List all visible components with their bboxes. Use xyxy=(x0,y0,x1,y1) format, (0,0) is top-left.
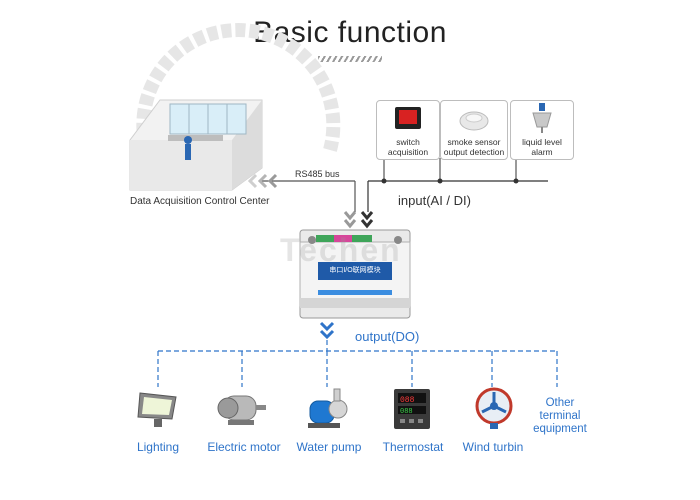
svg-text:088: 088 xyxy=(400,408,413,416)
title-decoration xyxy=(318,56,382,62)
output-label-pump: Water pump xyxy=(296,440,362,454)
output-label-wind: Wind turbin xyxy=(462,440,524,454)
module-chip-text: 串口I/O联网模块 xyxy=(329,267,381,274)
thermostat-icon: 088 088 xyxy=(394,389,430,429)
liquid-level-icon xyxy=(532,103,552,133)
wind-fan-icon xyxy=(475,387,513,429)
sensor-liquid-label-2: alarm xyxy=(531,147,553,157)
output-down-arrows xyxy=(319,321,335,340)
input-label: input(AI / DI) xyxy=(398,193,471,208)
water-pump-icon xyxy=(308,388,348,428)
io-module-device xyxy=(299,229,411,319)
sensor-smoke: smoke sensor output detection xyxy=(440,100,508,160)
other-line-2: terminal xyxy=(539,410,581,422)
red-switch-icon xyxy=(395,107,421,129)
sensor-switch: switch acquisition xyxy=(376,100,440,160)
watermark: Techen xyxy=(280,232,402,268)
output-label: output(DO) xyxy=(355,329,420,344)
control-center-label: Data Acquisition Control Center xyxy=(130,196,270,207)
output-label-other: Other terminal equipment xyxy=(530,397,590,436)
electric-motor-icon xyxy=(217,395,266,425)
sensor-switch-label-2: acquisition xyxy=(387,147,429,157)
other-line-3: equipment xyxy=(533,423,587,435)
sensor-liquid-level: liquid level alarm xyxy=(510,100,574,160)
output-label-thermostat: Thermostat xyxy=(382,440,444,454)
rs485-bus-line xyxy=(247,173,356,212)
floodlight-icon xyxy=(137,392,177,427)
sensor-smoke-label-1: smoke sensor xyxy=(447,137,501,147)
sensor-switch-label-1: switch xyxy=(396,137,420,147)
bus-down-arrows xyxy=(343,211,374,229)
output-label-motor: Electric motor xyxy=(207,440,281,454)
control-center-illustration xyxy=(129,23,341,191)
input-line xyxy=(367,158,548,212)
sensor-liquid-label-1: liquid level xyxy=(522,137,562,147)
page-title: Basic function xyxy=(253,16,447,49)
rs485-bus-label: RS485 bus xyxy=(295,169,340,179)
smoke-sensor-icon xyxy=(459,111,489,131)
other-line-1: Other xyxy=(545,397,575,409)
output-distribution-lines xyxy=(157,340,558,387)
svg-text:088: 088 xyxy=(400,396,415,405)
sensor-smoke-label-2: output detection xyxy=(443,147,505,157)
output-label-lighting: Lighting xyxy=(136,440,180,454)
